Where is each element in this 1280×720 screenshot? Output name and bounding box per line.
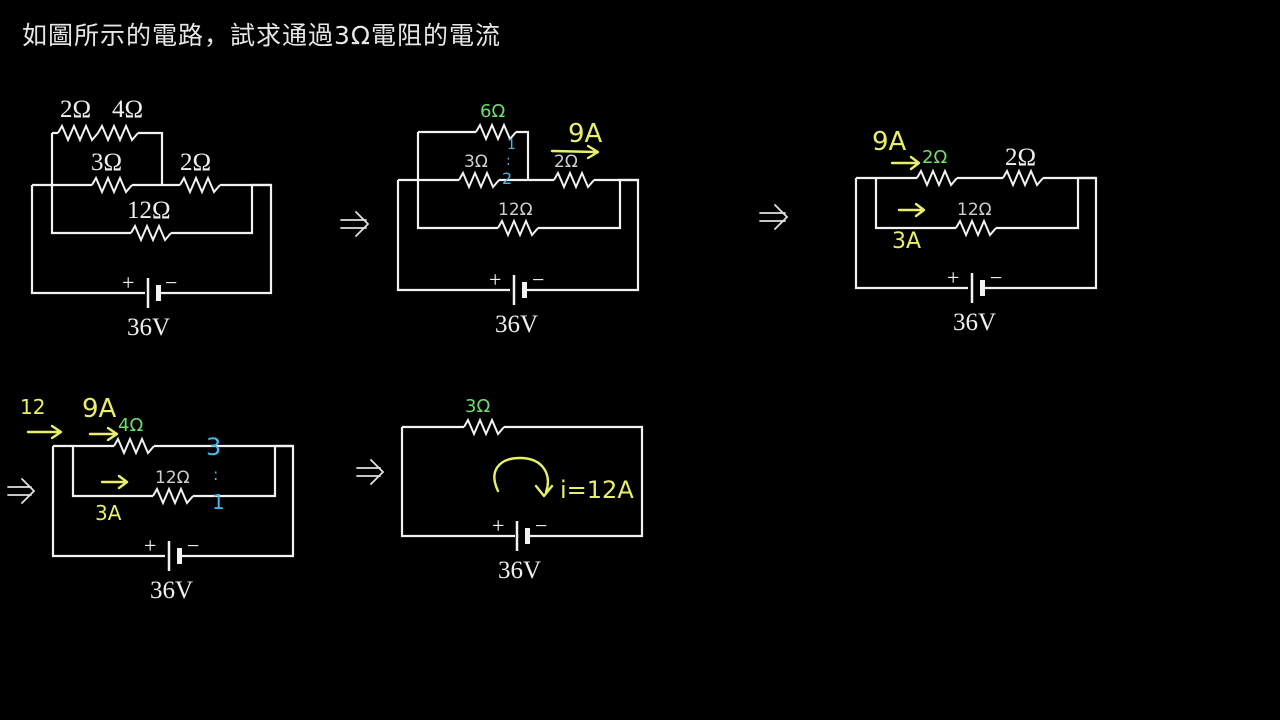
total-current-arrow — [26, 424, 63, 440]
ratio-annotation-top: 1 — [507, 137, 516, 153]
label-3ohm: 3Ω — [464, 152, 488, 172]
ratio-annotation-bottom: 1 — [212, 490, 225, 514]
problem-title: 如圖所示的電路，試求通過3Ω電阻的電流 — [22, 21, 502, 50]
battery-plus: + — [492, 513, 504, 538]
current-arrow-bottom — [100, 474, 129, 490]
battery-short-plate — [980, 280, 985, 296]
ratio-annotation-colon: : — [213, 465, 218, 484]
battery-plus: + — [122, 270, 134, 295]
current-arrow-top — [890, 155, 921, 171]
battery-voltage: 36V — [495, 311, 538, 338]
current-arrow-bottom — [897, 202, 926, 218]
label-3ohm: 3Ω — [91, 149, 122, 176]
current-annotation-top: 9A — [872, 127, 907, 157]
resistor-12ohm — [955, 220, 997, 236]
battery-plus: + — [144, 533, 156, 558]
circuit-original: + − 36V 2Ω 4Ω 3Ω 2Ω 12Ω — [30, 96, 273, 341]
battery-short-plate — [177, 548, 182, 564]
double-arrow-right-icon — [340, 211, 370, 237]
battery-minus: − — [532, 267, 544, 292]
battery-voltage: 36V — [150, 577, 193, 604]
battery-minus: − — [990, 265, 1002, 290]
resistor-3ohm — [463, 419, 505, 435]
current-annotation: 9A — [568, 119, 603, 149]
ratio-annotation-bottom: 2 — [502, 169, 512, 188]
ratio-annotation-top: 3 — [206, 433, 221, 461]
current-arrow — [550, 144, 600, 160]
resistor-12ohm — [152, 488, 194, 504]
current-annotation-bottom: 3A — [892, 229, 921, 254]
label-12ohm: 12Ω — [127, 197, 171, 224]
label-2ohm: 2Ω — [554, 152, 578, 172]
resistor-3ohm — [458, 172, 500, 188]
total-current-annotation: 12 — [20, 395, 45, 419]
resistor-2ohm-top — [57, 125, 99, 141]
loop-current-annotation: i=12A — [560, 476, 634, 504]
ratio-annotation-colon: : — [506, 153, 511, 169]
battery-plus: + — [489, 267, 501, 292]
double-arrow-right-icon — [759, 204, 789, 230]
circuit-step4: + − 36V 3Ω i=12A — [400, 396, 644, 584]
battery-short-plate — [525, 528, 530, 544]
current-annotation-top: 9A — [82, 394, 117, 424]
battery-short-plate — [156, 285, 161, 301]
loop-current-arrow — [493, 456, 554, 498]
double-arrow-right-icon — [356, 459, 385, 485]
resistor-3ohm — [91, 177, 133, 193]
resistor-2ohm-left — [916, 170, 958, 186]
battery-voltage: 36V — [498, 557, 541, 584]
label-2ohm-right: 2Ω — [180, 149, 211, 176]
label-2ohm-right: 2Ω — [1005, 144, 1036, 171]
resistor-12ohm — [130, 225, 172, 241]
battery-minus: − — [165, 270, 177, 295]
resistor-2ohm-right — [1002, 170, 1044, 186]
battery-voltage: 36V — [953, 309, 996, 336]
label-12ohm: 12Ω — [498, 200, 533, 220]
double-arrow-right-icon — [7, 478, 36, 504]
resistor-12ohm — [497, 220, 539, 236]
battery-voltage: 36V — [127, 314, 170, 341]
label-2ohm-top: 2Ω — [60, 96, 91, 123]
label-4ohm: 4Ω — [118, 415, 143, 436]
resistor-2ohm-right — [179, 177, 221, 193]
current-annotation-bottom: 3A — [95, 501, 122, 525]
circuit-step1: + − 36V 6Ω 3Ω 2Ω 12Ω 1 : 2 9A — [396, 101, 640, 338]
battery-minus: − — [187, 533, 199, 558]
circuit-step3: + − 36V 4Ω 12Ω 12 9A 3A 3 : 1 — [20, 394, 295, 604]
current-arrow-top — [88, 426, 119, 442]
label-3ohm: 3Ω — [465, 396, 490, 417]
resistor-4ohm — [113, 438, 155, 454]
circuit-step2: + − 36V 2Ω 2Ω 12Ω 9A 3A — [854, 127, 1098, 336]
label-12ohm: 12Ω — [155, 468, 190, 488]
resistor-2ohm — [553, 172, 595, 188]
label-2ohm-left: 2Ω — [922, 147, 947, 168]
label-6ohm: 6Ω — [480, 101, 505, 122]
label-4ohm-top: 4Ω — [112, 96, 143, 123]
battery-plus: + — [947, 265, 959, 290]
battery-short-plate — [522, 282, 527, 298]
resistor-4ohm-top — [97, 125, 139, 141]
battery-minus: − — [535, 513, 547, 538]
label-12ohm: 12Ω — [957, 200, 992, 220]
